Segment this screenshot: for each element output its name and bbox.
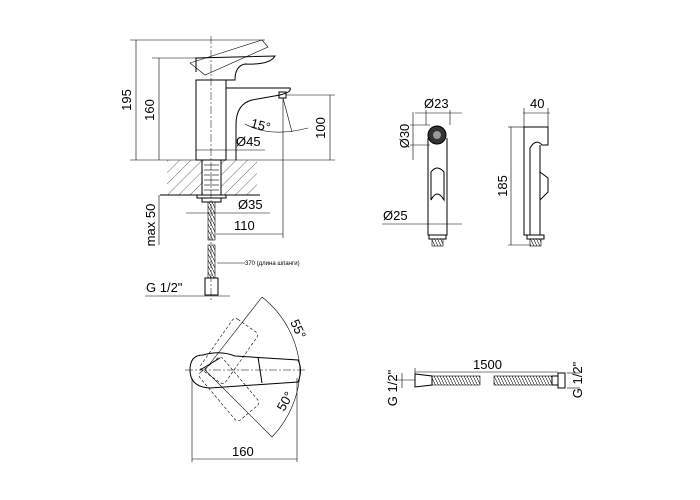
hand-shower-front: Ø23 Ø30 Ø25 <box>382 96 462 247</box>
dim-height-total: 195 <box>119 89 134 111</box>
faucet-side-view: 195 160 100 15° Ø45 <box>119 36 335 300</box>
dim-length: 185 <box>495 175 510 197</box>
dim-angle-up: 55° <box>287 317 309 341</box>
dim-angle-down: 50° <box>274 389 297 414</box>
dim-spout-height: 100 <box>313 117 328 139</box>
dim-spout-angle: 15° <box>249 115 272 135</box>
dim-spout-reach: 110 <box>234 218 255 233</box>
hand-shower-side: 40 185 <box>495 96 550 247</box>
faucet-top-view: 55° 50° 160 <box>185 296 309 462</box>
dim-head-face: Ø30 <box>397 124 412 149</box>
dim-height-body: 160 <box>142 99 157 121</box>
dim-top-width: 160 <box>232 444 254 459</box>
dim-hose-left-connection: G 1/2" <box>385 369 400 406</box>
hose-length-note: 370 (длина шпанги) <box>245 261 300 267</box>
dim-head-diameter: Ø23 <box>424 96 449 111</box>
dim-hose-right-connection: G 1/2" <box>570 361 585 398</box>
dim-hose-length: 1500 <box>473 357 502 372</box>
dim-base-diameter: Ø25 <box>383 208 408 223</box>
dim-depth: 40 <box>530 96 544 111</box>
hose-drawing: G 1/2" 1500 G 1/2" <box>385 357 585 406</box>
dim-shank-diameter: Ø35 <box>238 197 263 212</box>
dim-connection: G 1/2" <box>146 280 183 295</box>
dim-body-diameter: Ø45 <box>236 134 261 149</box>
dim-counter-max: max 50 <box>143 204 158 247</box>
